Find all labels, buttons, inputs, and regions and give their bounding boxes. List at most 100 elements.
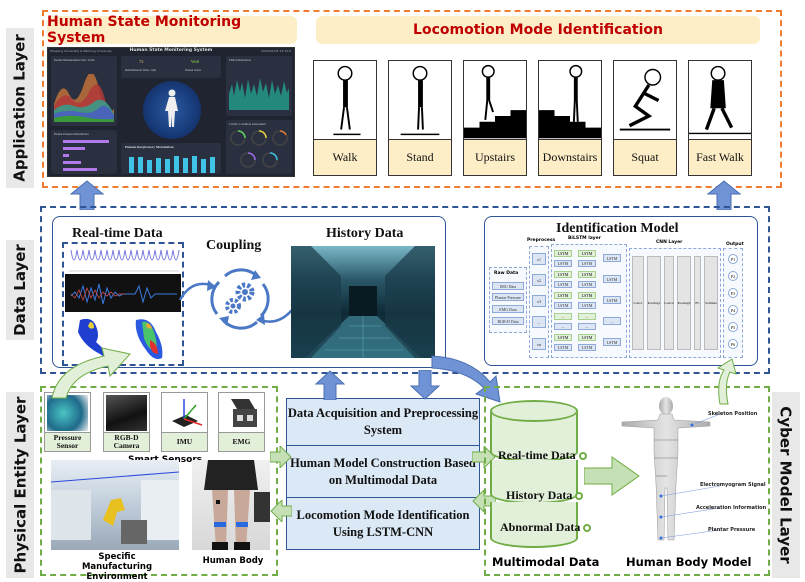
status-label: Patient status: [185, 68, 201, 72]
emg-panel-title: EMG Distribution: [229, 58, 251, 62]
pressure-sensor-image: [47, 395, 88, 431]
arrow-history-to-multimodal: [431, 355, 501, 403]
db-indicator-icon: [583, 523, 592, 532]
lstm-cell: LSTM: [578, 250, 596, 257]
arrow-sensors-to-realtime: [51, 347, 131, 399]
monitoring-title: Human State Monitoring System: [47, 14, 242, 46]
db-item-abnormal: Abnormal Data: [500, 520, 592, 535]
emg-panel: EMG Distribution: [226, 56, 292, 116]
sensor-rgbd: RGB-D Camera: [103, 392, 150, 452]
data-layer-label: Data Layer: [11, 244, 29, 336]
plantar-bar: [63, 147, 85, 150]
lstm-cell: LSTM: [554, 292, 572, 299]
output-node: P1: [728, 254, 738, 264]
arrow-physical-to-system: [270, 446, 292, 468]
cnn-layer: FC: [694, 256, 701, 350]
inertial-panel-title: Inertial Measurement Unit / Units: [54, 58, 95, 62]
lstm-merge-cell: LSTM: [603, 338, 621, 346]
plantar-bar: [63, 154, 69, 157]
lstm-merge-cell: LSTM: [603, 296, 621, 304]
annotation-skeleton-position: Skeleton Position: [708, 411, 758, 417]
locomotion-title: Locomotion Mode Identification: [413, 22, 663, 38]
lstm-cell: LSTM: [578, 281, 596, 288]
respiratory-panel-title: Human Respiratory Metabolism: [125, 145, 174, 149]
lstm-cell: LSTM: [554, 302, 572, 309]
sensor-pressure: Pressure Sensor: [44, 392, 91, 452]
raw-data-title: Raw Data: [494, 271, 519, 276]
lstm-cell: LSTM: [578, 302, 596, 309]
mode-label-squat: Squat: [614, 140, 676, 175]
db-top: [490, 400, 578, 422]
status-value: Well: [191, 59, 200, 64]
db-item-realtime: Real-time Data: [498, 448, 587, 463]
cyber-layer-tag: Cyber Model Layer: [772, 392, 800, 578]
inertial-panel: Inertial Measurement Unit / Units: [51, 56, 117, 126]
db-indicator-icon: [575, 491, 584, 500]
db-item-label: Real-time Data: [498, 448, 576, 462]
coupling-title: Coupling: [206, 238, 262, 253]
mode-card-downstairs: Downstairs: [538, 60, 602, 176]
cardiac-gauges: [230, 130, 288, 168]
emg-chart: [229, 78, 289, 110]
cardiac-panel: Cardiac Condition Assessment: [226, 120, 292, 174]
monitoring-banner: Human State Monitoring System: [47, 14, 297, 46]
cyber-layer-frame: [484, 386, 770, 576]
squat-figure-icon: [614, 68, 676, 140]
preprocess-node: xn: [532, 338, 546, 350]
dashboard-title: Human State Monitoring System: [129, 48, 213, 53]
preprocess-node: x3: [532, 295, 546, 307]
sensor-label: EMG: [219, 432, 264, 451]
mode-label-fast-walk: Fast Walk: [689, 140, 751, 175]
output-title: Output: [726, 242, 744, 247]
human-figure-icon: [165, 89, 178, 127]
multimodal-data-caption: Multimodal Data: [492, 555, 600, 569]
physical-layer-frame: [40, 386, 278, 576]
fast-walk-figure-icon: [689, 65, 751, 140]
bilstm-title: BiLSTM layer: [568, 236, 601, 241]
preprocess-node: x1: [532, 253, 546, 265]
mode-label-upstairs: Upstairs: [464, 140, 526, 175]
stand-figure-icon: [389, 65, 451, 140]
lstm-cell: LSTM: [578, 292, 596, 299]
coupling-gears-icon: [210, 268, 270, 330]
acquisition-system-box: Data Acquisition and Preprocessing Syste…: [286, 398, 480, 446]
annotation-acceleration: Acceleration Information: [696, 505, 767, 511]
mode-card-walk: Walk: [313, 60, 377, 176]
mode-card-fast-walk: Fast Walk: [688, 60, 752, 176]
raw-input-imu: IMU Data: [492, 282, 524, 290]
human-body-caption: Human Body: [202, 556, 264, 566]
plantar-panel: Plantar Pressure Distribution: [51, 130, 117, 174]
arrow-up-to-locomotion: [707, 180, 741, 210]
db-item-label: Abnormal Data: [500, 520, 581, 534]
application-layer-frame: [42, 10, 782, 188]
lstm-merge-cell: LSTM: [603, 275, 621, 283]
lstm-cell: LSTM: [554, 281, 572, 288]
sensor-label: IMU: [162, 432, 207, 451]
periodic-signal-chart: [65, 244, 181, 274]
rgbd-camera-image: [106, 395, 147, 431]
application-layer-label: Application Layer: [11, 34, 29, 182]
cnn-layer: Conv1: [632, 256, 644, 350]
history-data-title: History Data: [326, 226, 404, 241]
monitoring-dashboard: Zhejiang University & Beihang University…: [47, 47, 295, 177]
lstm-cell: ...: [554, 313, 572, 320]
emg-signal-chart: [65, 274, 181, 312]
mode-card-squat: Squat: [613, 60, 677, 176]
arrow-history-to-coupling: [256, 309, 293, 325]
arrow-realtime-to-coupling: [178, 280, 216, 301]
mode-card-upstairs: Upstairs: [463, 60, 527, 176]
inertial-area-chart: [54, 74, 114, 122]
human-body-model-caption: Human Body Model: [626, 555, 752, 569]
annotation-emg-signal: Electromyogram Signal: [700, 482, 766, 488]
physical-layer-label: Physical Entity Layer: [11, 396, 29, 574]
sensor-label: RGB-D Camera: [104, 432, 149, 451]
preprocess-node: x2: [532, 274, 546, 286]
human-body-photo: [192, 460, 270, 550]
arrow-system-to-physical: [270, 500, 292, 522]
rehab-label: Rehabilitation Time / min: [125, 68, 156, 72]
server-corridor-graphic: [291, 246, 435, 358]
identification-model-title: Identification Model: [556, 221, 679, 236]
respiratory-panel: Human Respiratory Metabolism: [121, 143, 221, 174]
output-node: P6: [728, 339, 738, 349]
realtime-data-title: Real-time Data: [72, 226, 163, 241]
